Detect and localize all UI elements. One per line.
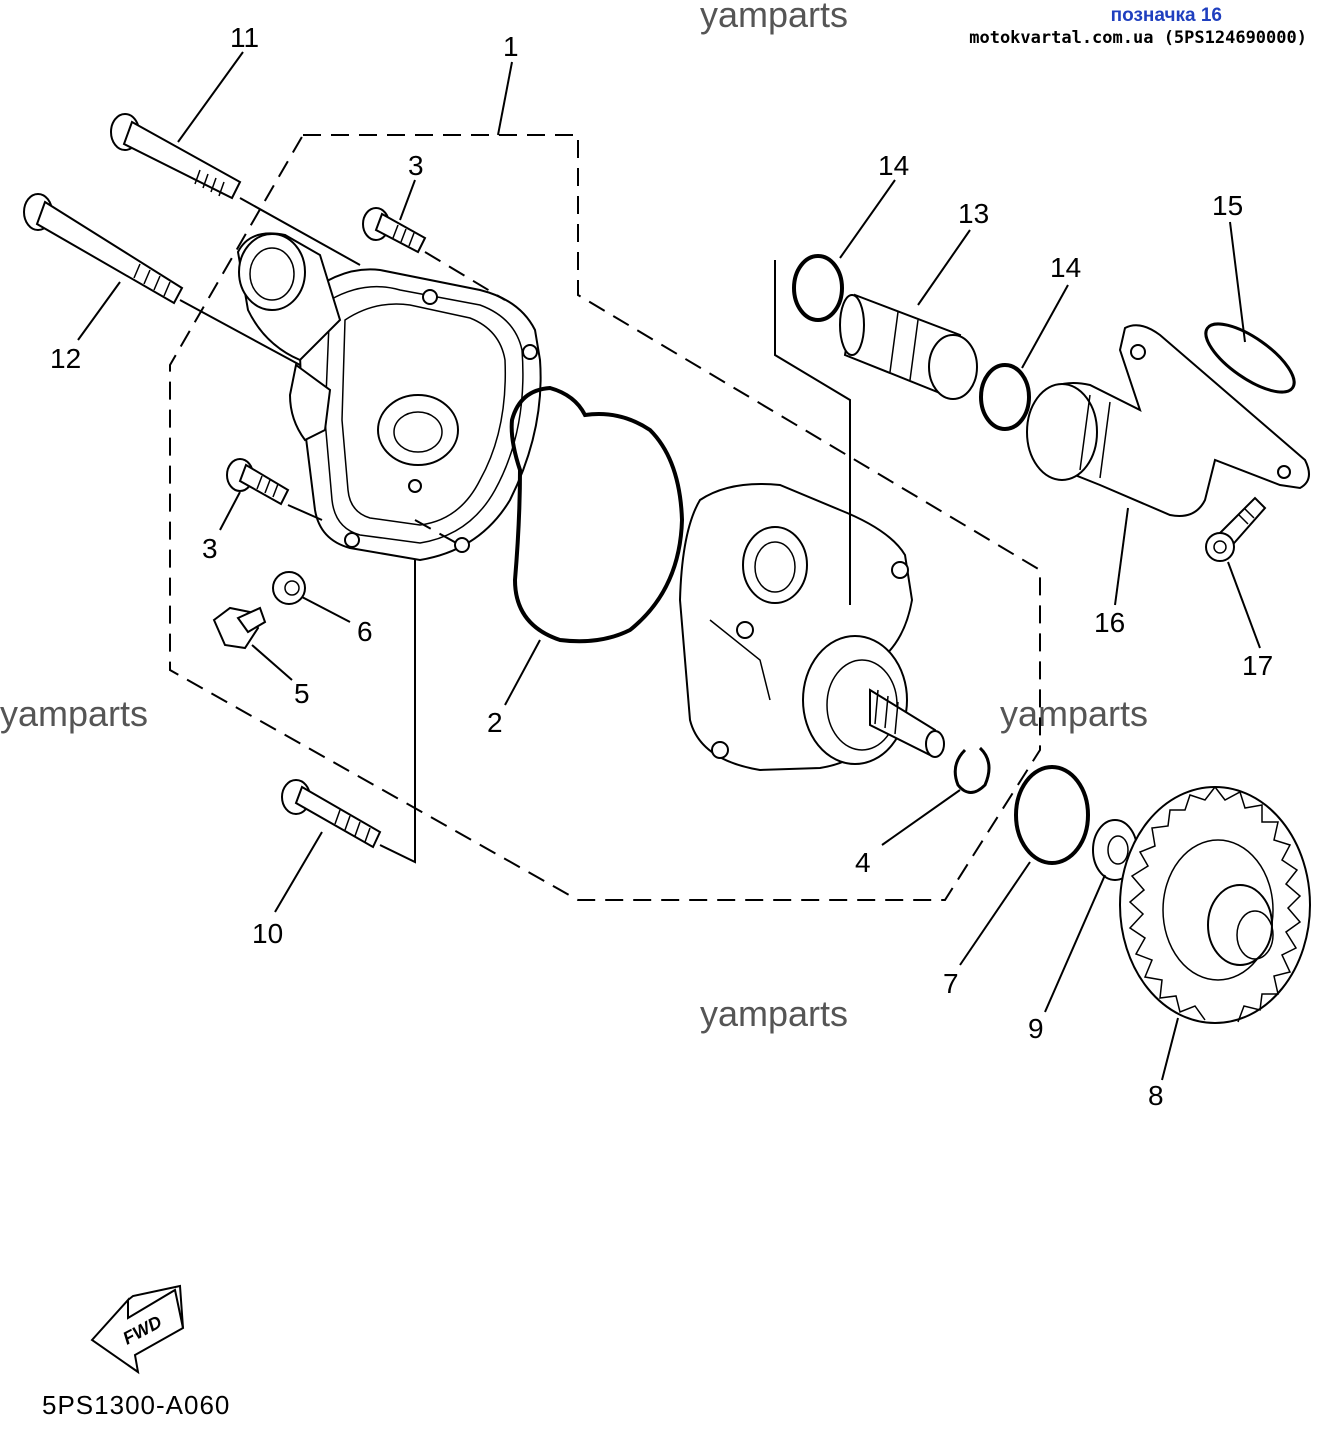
callout-12: 12 [50,343,81,374]
callout-16: 16 [1094,607,1125,638]
callout-6: 6 [357,616,373,647]
leader-bolt-12 [179,299,301,366]
callout-1: 1 [503,31,519,62]
fwd-arrow-icon: FWD [90,1284,185,1375]
callout-5: 5 [294,678,310,709]
bolt-10 [281,779,382,849]
circlip-4 [953,746,991,794]
callout-3-left: 3 [202,533,218,564]
o-ring-14-top [792,254,844,322]
gasket-2 [509,385,685,644]
callout-14-top: 14 [878,150,909,181]
callout-2: 2 [487,707,503,738]
callout-15: 15 [1212,190,1243,221]
callout-3-top: 3 [408,150,424,181]
watermark-right: yamparts [1000,693,1148,734]
bolt-3-left [226,458,290,506]
leader-bolt-3-left [287,504,323,521]
dash-bolt-10 [414,519,461,546]
callout-8: 8 [1148,1080,1164,1111]
o-ring-15 [1204,322,1296,394]
header-tag: позначка 16 [1110,5,1222,26]
callout-17: 17 [1242,650,1273,681]
pump-housing [678,483,945,772]
bolt-17 [1205,496,1267,562]
watermark-left: yamparts [0,693,148,734]
o-ring-14-mid [979,363,1031,431]
bracket-13 [774,260,851,605]
leader-bolt-10 [379,560,416,864]
bolt-12 [23,193,184,305]
leader-lines [77,51,1261,1081]
impeller-gear-8 [1119,786,1311,1024]
callout-4: 4 [855,847,871,878]
watermark-bottom: yamparts [700,993,848,1034]
o-ring-7 [1014,765,1090,865]
watermark-top: yamparts [700,0,848,35]
callout-9: 9 [1028,1013,1044,1044]
bolt-3-top [362,207,427,254]
pipe-13 [839,293,978,400]
callout-11: 11 [230,22,259,53]
assembly-boundary [169,134,1041,901]
diagram-code: 5PS1300-A060 [42,1390,231,1420]
pipe-elbow-16 [1026,324,1310,517]
callout-14-mid: 14 [1050,252,1081,283]
header-source: motokvartal.com.ua (5PS124690000) [969,28,1307,48]
pump-cover [236,232,542,562]
washer-6 [272,571,306,605]
leader-bolt-3-top [424,251,506,301]
callout-13: 13 [958,198,989,229]
drain-bolt-5 [212,606,267,650]
bolt-11 [110,113,242,200]
callout-10: 10 [252,918,283,949]
leader-bolt-11 [239,197,361,266]
callout-7: 7 [943,968,959,999]
